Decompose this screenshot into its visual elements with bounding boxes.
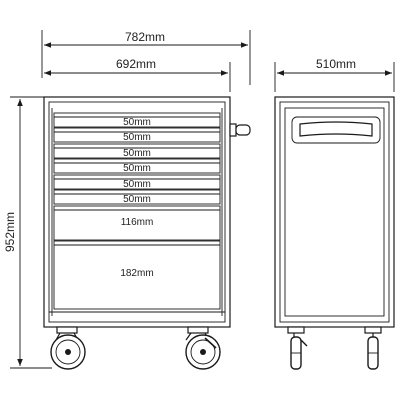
drawer-7: 116mm (53, 205, 221, 241)
handle-bracket (291, 116, 381, 144)
drawer-8: 182mm (53, 240, 221, 310)
front-left-caster (50, 326, 86, 370)
side-left-caster (287, 326, 308, 370)
caster-tire-inner (55, 339, 81, 365)
side-view-handle (291, 116, 381, 144)
front-view: 50mm 50mm 50mm 50mm 50mm 50mm (43, 96, 251, 370)
drawer-3: 50mm (53, 143, 221, 159)
caster-brake-lever (300, 339, 308, 347)
height-label: 952mm (3, 212, 17, 252)
drawer-6: 50mm (53, 189, 221, 205)
side-view (274, 96, 395, 370)
side-panel (284, 107, 385, 317)
drawer-4: 50mm (53, 158, 221, 174)
drawer-5-label: 50mm (123, 179, 151, 190)
drawer-3-label: 50mm (123, 148, 151, 159)
front-cabinet-body (43, 96, 231, 328)
drawer-1-label: 50mm (123, 117, 151, 128)
drawer-5: 50mm (53, 174, 221, 190)
height-dimension: 952mm (3, 96, 52, 369)
side-handle-bracket (229, 123, 237, 137)
body-width-dimension: 692mm (44, 57, 231, 92)
depth-dimension: 510mm (274, 57, 395, 92)
drawer-6-label: 50mm (123, 194, 151, 205)
caster-hub (200, 349, 206, 355)
drawer-2-label: 50mm (123, 132, 151, 143)
drawer-2: 50mm (53, 127, 221, 143)
front-right-caster (185, 326, 221, 370)
caster-plate (187, 326, 209, 334)
depth-label: 510mm (316, 57, 356, 71)
handle-grip (299, 121, 373, 137)
side-handle-grip (235, 124, 251, 136)
overall-width-label: 782mm (125, 30, 165, 44)
side-cabinet-body (274, 96, 395, 328)
drawer-4-label: 50mm (123, 163, 151, 174)
overall-width-dimension: 782mm (41, 30, 251, 85)
caster-tire-inner (190, 339, 216, 365)
caster-plate (56, 326, 78, 334)
caster-hub (65, 349, 71, 355)
caster-plate (287, 326, 305, 334)
drawer-7-label: 116mm (121, 217, 154, 228)
caster-plate (364, 326, 382, 334)
caster-brake-lever (204, 337, 217, 349)
drawer-1: 50mm (53, 112, 221, 128)
side-inner-frame (279, 101, 390, 323)
front-inner-frame (48, 101, 226, 323)
side-right-caster (364, 326, 382, 370)
drawer-8-label: 182mm (120, 268, 153, 279)
body-width-label: 692mm (116, 57, 156, 71)
